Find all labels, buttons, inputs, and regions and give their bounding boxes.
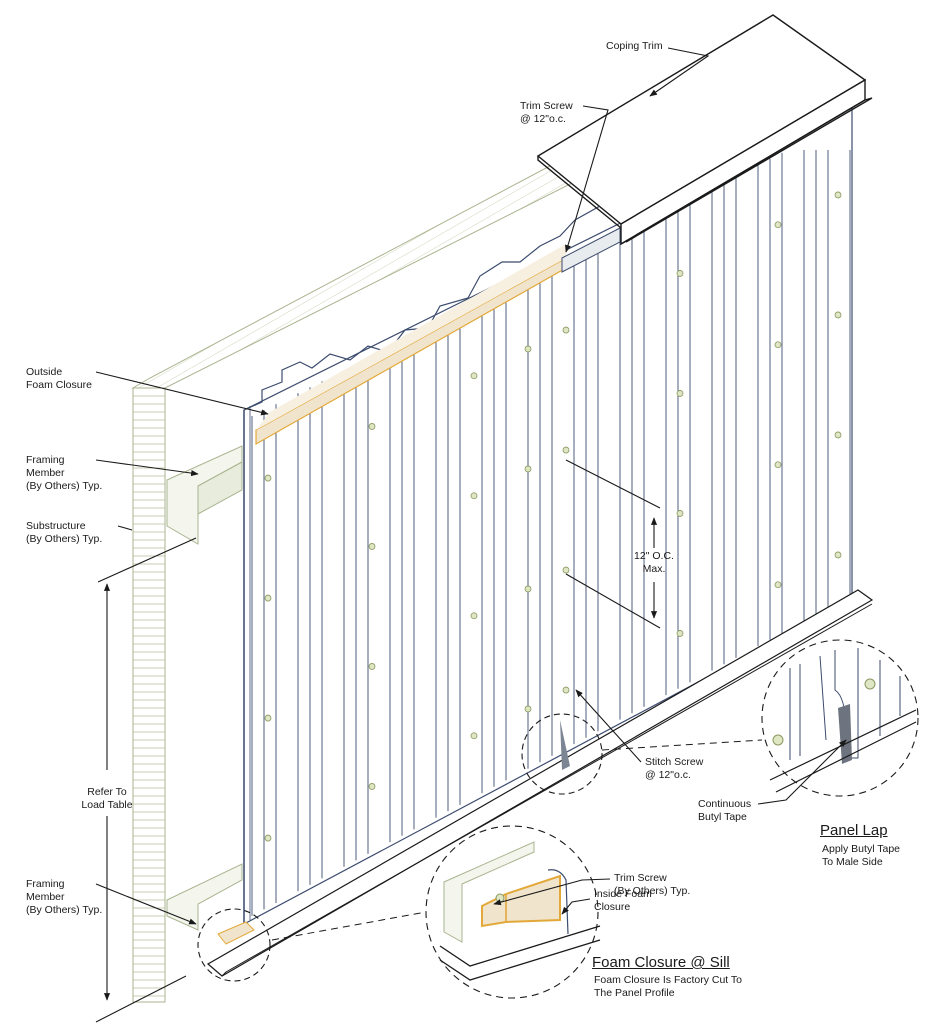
spacing-label: 12" O.C. Max.	[634, 550, 674, 575]
screw-head	[676, 390, 684, 397]
screw-head	[264, 714, 272, 722]
foam-closure-sill-title: Foam Closure @ Sill	[592, 954, 730, 971]
screw-head	[562, 566, 570, 574]
substructure-label: Substructure (By Others) Typ.	[26, 520, 103, 545]
coping-trim-label: Coping Trim	[606, 40, 663, 52]
stitch-detail-circle	[521, 713, 603, 795]
panel-lap-note: Apply Butyl Tape To Male Side	[822, 843, 901, 868]
metal-wall-panels	[206, 107, 874, 977]
framing-member-bottom	[166, 863, 243, 931]
screw-head	[368, 663, 376, 670]
continuous-butyl-tape-label: Continuous Butyl Tape	[698, 798, 752, 823]
trim-screw-sill-label: Trim Screw (By Others) Typ.	[614, 872, 691, 897]
screw-head	[368, 423, 376, 430]
foam-sill-detail-callout	[271, 825, 601, 999]
screw-head	[524, 465, 532, 473]
screw-head	[676, 510, 684, 517]
screw-head	[774, 221, 782, 229]
screw-head	[562, 326, 570, 334]
substructure-wall	[131, 149, 608, 1003]
framing-member-bottom-label: Framing Member (By Others) Typ.	[26, 878, 103, 916]
screw-head	[774, 341, 782, 349]
screw-head	[470, 612, 478, 620]
foam-closure-sill-note: Foam Closure Is Factory Cut To The Panel…	[594, 974, 743, 999]
screw-head	[774, 461, 782, 469]
panel-lap-title: Panel Lap	[820, 822, 888, 839]
screw-head	[368, 543, 376, 550]
leader-lines	[95, 47, 847, 1023]
screw-head	[774, 581, 782, 589]
coping-trim	[536, 14, 873, 246]
screw-head	[470, 732, 478, 740]
trim-screw-top-label: Trim Screw @ 12"o.c.	[520, 100, 573, 125]
screw-head	[834, 431, 842, 439]
screw-head	[470, 372, 478, 380]
framing-member-top	[166, 445, 243, 545]
framing-member-top-label: Framing Member (By Others) Typ.	[26, 454, 103, 492]
screw-head	[264, 834, 272, 842]
screw-head	[834, 311, 842, 319]
inside-foam-closure-label: Inside Foam Closure	[594, 888, 652, 913]
screw-head	[562, 686, 570, 694]
outside-foam-closure-label: Outside Foam Closure	[26, 366, 92, 391]
screw-head	[834, 551, 842, 559]
screw-head	[834, 191, 842, 199]
screw-head	[368, 783, 376, 790]
stitch-screw-label: Stitch Screw @ 12"o.c.	[645, 756, 704, 781]
screw-head	[264, 594, 272, 602]
screw-head	[524, 585, 532, 593]
screw-head	[562, 446, 570, 454]
screw-head	[264, 474, 272, 482]
screw-head	[676, 630, 684, 637]
screw-head	[524, 705, 532, 713]
panel-lap-detail-callout	[601, 639, 919, 797]
sill-detail-circle	[197, 908, 271, 982]
screw-head	[524, 345, 532, 353]
screw-head	[676, 270, 684, 277]
refer-load-table-label: Refer To Load Table	[81, 786, 133, 811]
screw-head	[470, 492, 478, 500]
